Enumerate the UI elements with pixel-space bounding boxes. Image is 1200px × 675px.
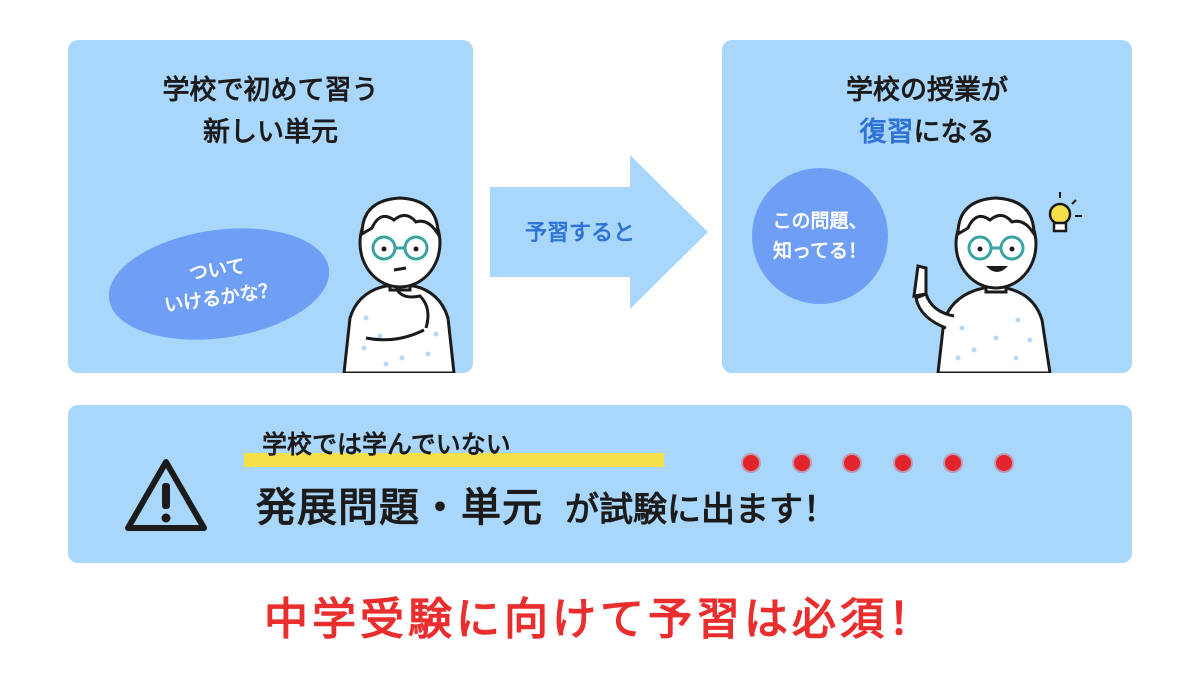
thought-bubble-worried: ついて いけるかな？ (101, 215, 337, 353)
not-learned-at-school-text: 学校では学んでいない (262, 430, 511, 459)
yellow-highlight (244, 453, 664, 467)
confident-boy-illustration (912, 192, 1082, 373)
emphasis-dot (844, 455, 860, 471)
panel-before: 学校で初めて習う 新しい単元 ついて いけるかな？ (68, 40, 473, 373)
emphasis-dot (895, 455, 911, 471)
panel-after-title-line-2: 復習になる (722, 112, 1132, 154)
on-exam-text: が試験に出ます！ (565, 490, 837, 530)
worried-boy-illustration (342, 196, 456, 373)
panel-before-title-line-2: 新しい単元 (203, 117, 338, 148)
bubble-line-2: いけるかな？ (162, 279, 279, 317)
emphasis-dot (794, 455, 810, 471)
review-accent-text: 復習 (859, 117, 914, 148)
conclusion-heading: 中学受験に向けて予習は必須！ (264, 594, 936, 645)
emphasis-dot (743, 455, 759, 471)
arrow-right-icon (490, 155, 708, 309)
panel-before-title-line-1: 学校で初めて習う (162, 75, 379, 106)
panel-after-title-rest: になる (913, 117, 995, 148)
panel-before-title: 学校で初めて習う 新しい単元 (68, 70, 473, 154)
advanced-problems-text: 発展問題・単元 (256, 485, 543, 531)
emphasis-dot (996, 455, 1012, 471)
panel-after-title-line-1: 学校の授業が (846, 75, 1008, 106)
transition-arrow: 予習すると (490, 155, 710, 310)
thought-bubble-confident: この問題、 知ってる！ (752, 168, 888, 304)
panel-after-title: 学校の授業が 復習になる (722, 70, 1132, 154)
highlighted-subtext: 学校では学んでいない (244, 423, 664, 471)
emphasis-dot (945, 455, 961, 471)
arrow-label: 予習すると (524, 221, 635, 246)
bubble-line-2: 知ってる！ (772, 240, 868, 262)
bubble-line-1: この問題、 (772, 210, 868, 232)
lightbulb-icon (1048, 192, 1082, 233)
notice-panel: 学校では学んでいない 発展問題・単元が試験に出ます！ (68, 405, 1132, 563)
warning-triangle-icon (125, 459, 207, 531)
notice-main-text: 発展問題・単元が試験に出ます！ (256, 475, 837, 533)
panel-after: 学校の授業が 復習になる この問題、 知ってる！ (722, 40, 1132, 373)
